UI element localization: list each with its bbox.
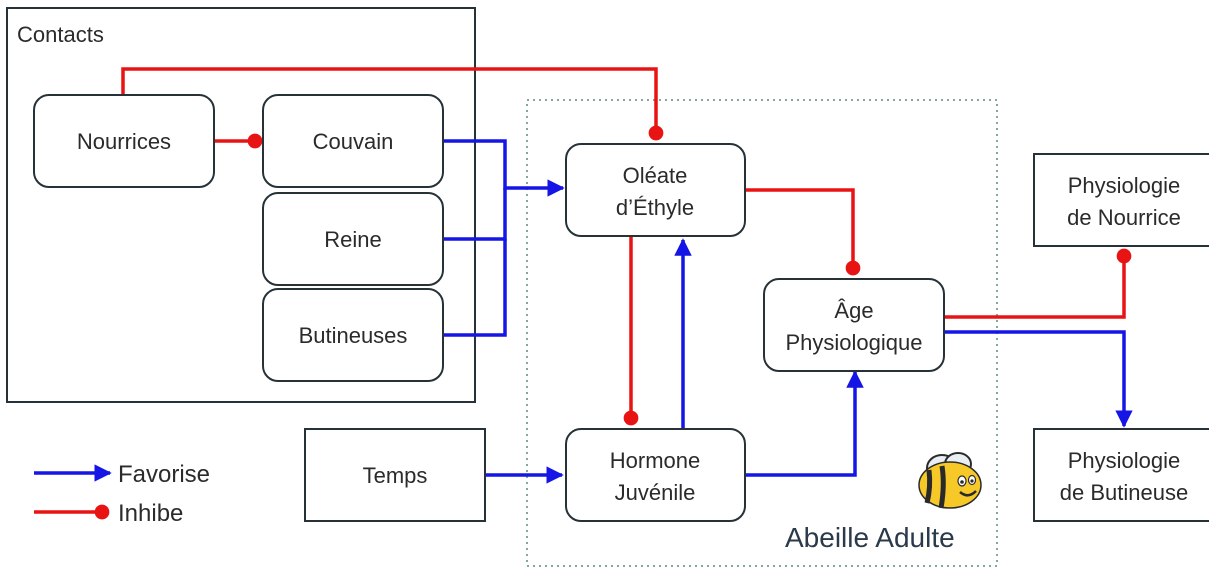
node-nourrices-label: Nourrices <box>77 129 171 154</box>
node-reine-label: Reine <box>324 227 381 252</box>
node-butineuses: Butineuses <box>262 288 444 382</box>
node-phys-butineuse-label-line2: de Butineuse <box>1060 480 1188 505</box>
bee-icon <box>918 452 982 509</box>
node-age-label-line1: Âge <box>834 298 873 323</box>
node-butineuses-label: Butineuses <box>299 323 408 348</box>
edge-age-inhibits-phys-nourrice <box>944 248 1132 319</box>
contacts-group-label: Contacts <box>17 22 104 47</box>
edge-butineuses-promotes-oleate <box>443 239 507 337</box>
edge-couvain-promotes-oleate <box>443 139 565 197</box>
node-nourrices: Nourrices <box>33 94 215 188</box>
edges <box>121 67 1133 484</box>
edge-nourrices-inhibits-oleate <box>121 67 664 141</box>
node-hormone: Hormone Juvénile <box>565 428 746 522</box>
node-temps: Temps <box>304 428 486 522</box>
node-couvain: Couvain <box>262 94 444 188</box>
node-age: Âge Physiologique <box>763 278 945 372</box>
edge-hormone-promotes-age <box>745 370 864 477</box>
node-phys-nourrice-label-line2: de Nourrice <box>1067 205 1181 230</box>
edge-oleate-inhibits-age <box>745 188 861 276</box>
adult-bee-group-label: Abeille Adulte <box>785 522 955 553</box>
node-oleate: Oléate d’Éthyle <box>565 143 746 237</box>
node-age-label-line2: Physiologique <box>786 330 923 355</box>
node-temps-label: Temps <box>363 463 428 488</box>
node-reine: Reine <box>262 192 444 286</box>
node-couvain-label: Couvain <box>313 129 394 154</box>
edge-age-promotes-phys-butineuse <box>944 330 1133 428</box>
legend: Favorise Inhibe <box>34 461 210 527</box>
node-phys-nourrice: Physiologie de Nourrice <box>1033 153 1209 247</box>
node-oleate-label-line1: Oléate <box>623 163 688 188</box>
node-oleate-label-line2: d’Éthyle <box>616 195 694 220</box>
legend-promotes-label: Favorise <box>118 461 210 488</box>
node-phys-butineuse: Physiologie de Butineuse <box>1033 428 1209 522</box>
node-hormone-label-line1: Hormone <box>610 448 700 473</box>
node-phys-nourrice-label-line1: Physiologie <box>1068 173 1181 198</box>
node-hormone-label-line2: Juvénile <box>615 480 696 505</box>
node-phys-butineuse-label-line1: Physiologie <box>1068 448 1181 473</box>
legend-inhibits-label: Inhibe <box>118 500 183 527</box>
